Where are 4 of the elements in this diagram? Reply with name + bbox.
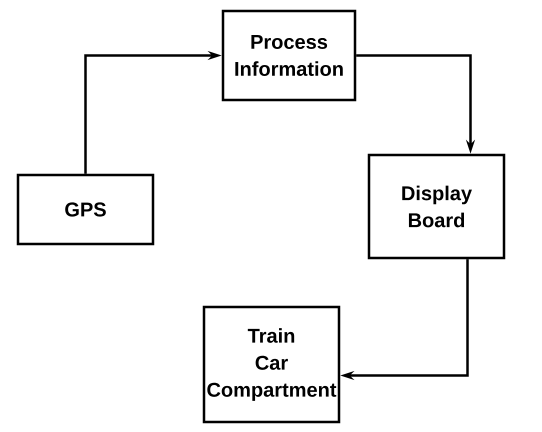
process-box: Process Information bbox=[222, 10, 356, 102]
process-box: Train Car Compartment bbox=[202, 306, 340, 424]
process-box: Display Board bbox=[368, 154, 506, 260]
process-box: GPS bbox=[16, 174, 154, 246]
